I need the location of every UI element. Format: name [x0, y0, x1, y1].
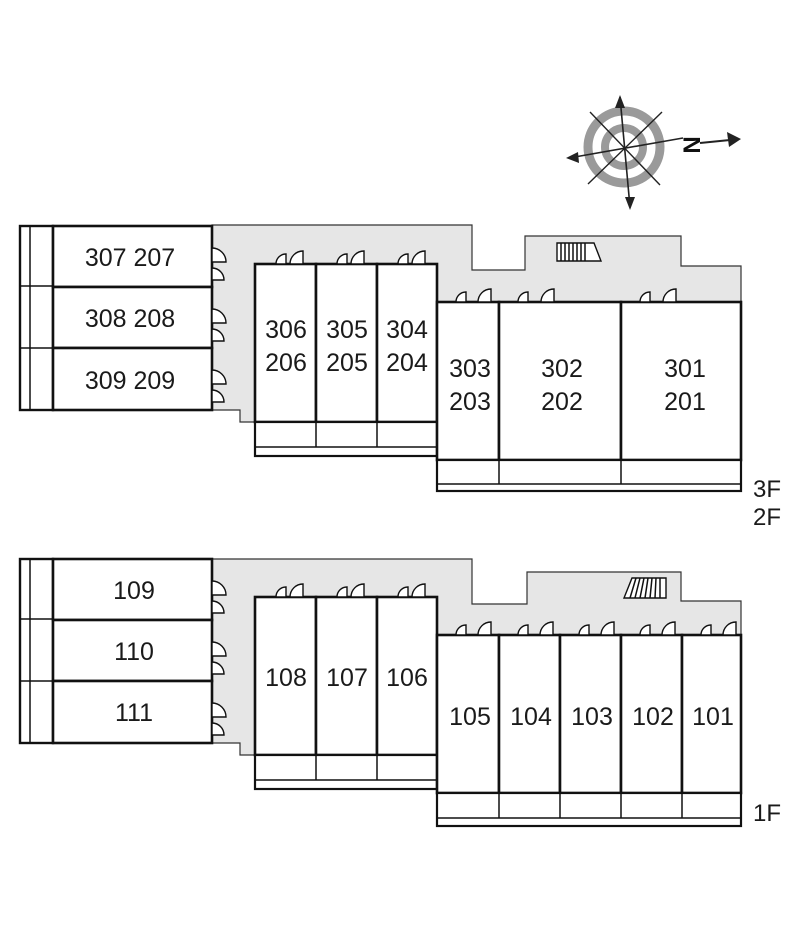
unit-308-208 — [51, 285, 214, 350]
door-icon — [455, 288, 677, 303]
unit-label-line2: 203 — [449, 388, 491, 416]
unit-109 — [51, 557, 214, 622]
stairs-icon — [622, 577, 667, 599]
balcony-west-upper — [18, 224, 55, 412]
floor-label-1f: 1F — [753, 800, 781, 827]
unit-label-line2: 205 — [326, 349, 368, 377]
unit-label-line2: 206 — [265, 349, 307, 377]
balcony-east-upper — [435, 458, 743, 493]
unit-label-line2: 201 — [664, 388, 706, 416]
unit-label: 111 — [115, 699, 153, 727]
balcony-middle-lower — [253, 753, 439, 791]
unit-label-line1: 302 — [541, 355, 583, 383]
unit-304-204 — [375, 262, 439, 424]
unit-104 — [497, 633, 562, 795]
unit-label: 103 — [571, 703, 613, 731]
compass-north-letter: N — [679, 136, 706, 153]
unit-label: 309 209 — [85, 367, 175, 395]
unit-label-line2: 204 — [386, 349, 428, 377]
door-icon — [211, 580, 227, 736]
floor-label-2f: 2F — [753, 504, 781, 531]
unit-label: 102 — [632, 703, 674, 731]
door-icon — [275, 583, 426, 598]
unit-label: 110 — [114, 638, 154, 666]
door-icon — [455, 621, 737, 636]
balcony-east-lower — [435, 791, 743, 828]
unit-label-line1: 301 — [664, 355, 706, 383]
upper-floor-plan: 307 207 308 208 309 209 306 206 305 205 … — [18, 224, 781, 531]
unit-label: 109 — [113, 577, 155, 605]
unit-label-line1: 305 — [326, 316, 368, 344]
compass-rose-icon — [566, 95, 741, 210]
unit-309-209 — [51, 346, 214, 412]
stairs-icon — [556, 242, 603, 262]
unit-label: 107 — [326, 664, 368, 692]
unit-label-line1: 304 — [386, 316, 428, 344]
unit-label-line1: 306 — [265, 316, 307, 344]
floor-label-3f: 3F — [753, 476, 781, 503]
unit-307-207 — [51, 224, 214, 289]
unit-101 — [680, 633, 743, 795]
door-icon — [275, 250, 426, 265]
unit-label: 105 — [449, 703, 491, 731]
balcony-west-lower — [18, 557, 55, 745]
unit-label-line2: 202 — [541, 388, 583, 416]
unit-label: 308 208 — [85, 305, 175, 333]
unit-label: 106 — [386, 664, 428, 692]
unit-label: 101 — [692, 703, 734, 731]
unit-label: 104 — [510, 703, 552, 731]
balcony-middle-upper — [253, 420, 439, 458]
unit-306-206 — [253, 262, 318, 424]
door-icon — [211, 247, 227, 403]
lower-floor-plan: 109 110 111 108 107 106 — [18, 557, 781, 828]
unit-label: 108 — [265, 664, 307, 692]
unit-label-line1: 303 — [449, 355, 491, 383]
unit-label: 307 207 — [85, 244, 175, 272]
unit-110 — [51, 618, 214, 683]
unit-301-201 — [619, 300, 743, 462]
